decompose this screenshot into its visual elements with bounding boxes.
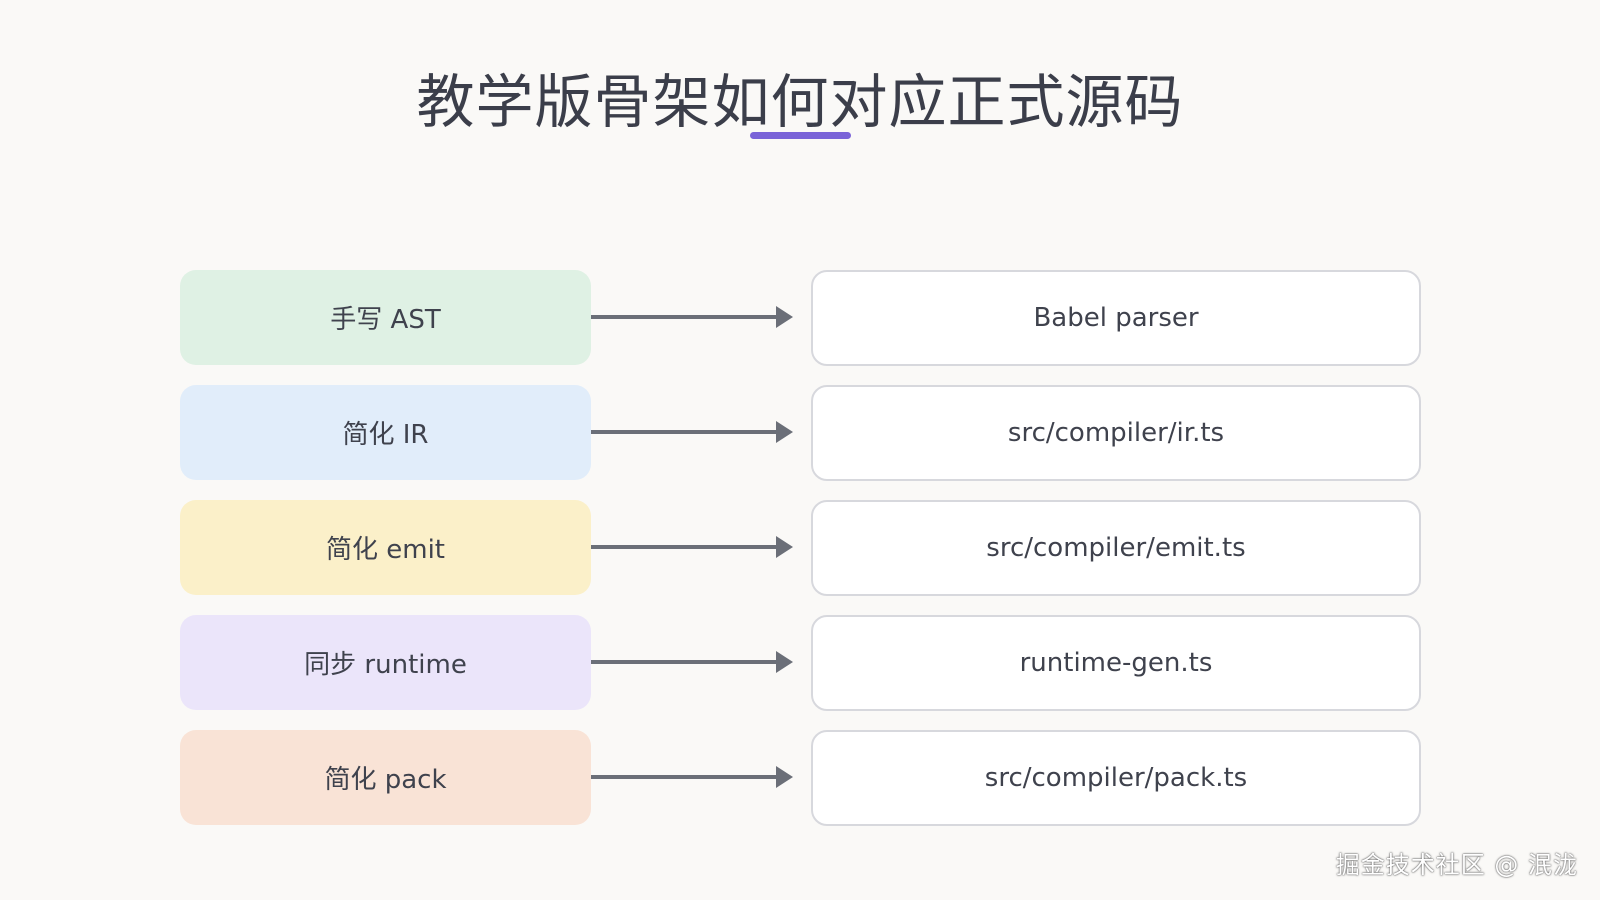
right-box-ir-ts: src/compiler/ir.ts xyxy=(811,385,1421,481)
left-box-sync-runtime: 同步 runtime xyxy=(180,615,591,710)
right-box-label: src/compiler/ir.ts xyxy=(1007,418,1225,448)
arrow-connector xyxy=(591,315,777,319)
right-box-runtime-gen: runtime-gen.ts xyxy=(811,615,1421,711)
title-underline xyxy=(750,132,851,139)
watermark: 掘金技术社区 @ 泯泷 xyxy=(1335,851,1578,879)
left-box-label: 简化 IR xyxy=(342,420,429,450)
right-box-label: runtime-gen.ts xyxy=(1019,648,1213,678)
left-box-hand-ast: 手写 AST xyxy=(180,270,591,365)
left-box-label: 手写 AST xyxy=(330,305,441,335)
left-box-label: 简化 pack xyxy=(324,765,447,795)
arrow-head-icon xyxy=(776,651,793,673)
arrow-connector xyxy=(591,545,777,549)
left-box-simple-ir: 简化 IR xyxy=(180,385,591,480)
arrow-head-icon xyxy=(776,536,793,558)
right-box-label: Babel parser xyxy=(1033,303,1199,333)
right-box-label: src/compiler/pack.ts xyxy=(984,763,1248,793)
right-box-emit-ts: src/compiler/emit.ts xyxy=(811,500,1421,596)
arrow-head-icon xyxy=(776,306,793,328)
right-box-pack-ts: src/compiler/pack.ts xyxy=(811,730,1421,826)
arrow-head-icon xyxy=(776,421,793,443)
left-box-simple-emit: 简化 emit xyxy=(180,500,591,595)
left-box-simple-pack: 简化 pack xyxy=(180,730,591,825)
left-box-label: 同步 runtime xyxy=(304,650,467,680)
page-title: 教学版骨架如何对应正式源码 xyxy=(416,68,1184,136)
left-box-label: 简化 emit xyxy=(325,535,445,565)
arrow-head-icon xyxy=(776,766,793,788)
arrow-connector xyxy=(591,430,777,434)
arrow-connector xyxy=(591,660,777,664)
arrow-connector xyxy=(591,775,777,779)
right-box-babel-parser: Babel parser xyxy=(811,270,1421,366)
right-box-label: src/compiler/emit.ts xyxy=(986,533,1246,563)
